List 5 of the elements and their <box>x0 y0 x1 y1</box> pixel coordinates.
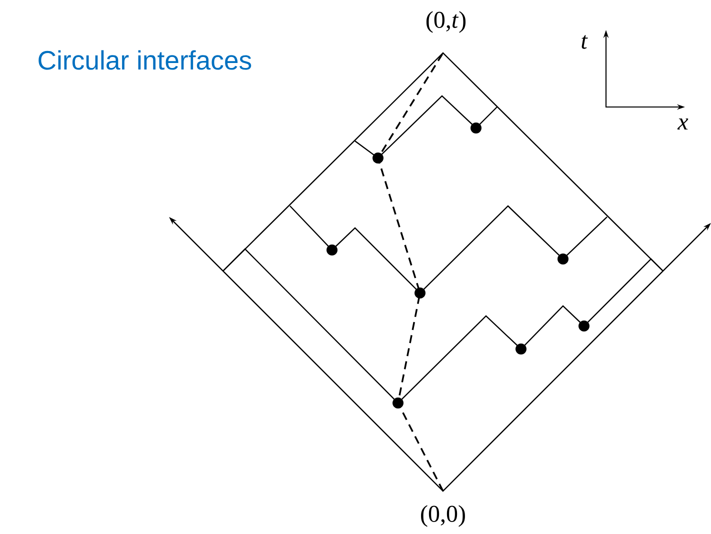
point-label: (0,t) <box>426 11 466 33</box>
title: Circular interfaces <box>38 50 252 70</box>
point-label: (0,0) <box>421 505 465 527</box>
axis-label: t <box>582 35 588 49</box>
axis-label: x <box>677 118 688 130</box>
